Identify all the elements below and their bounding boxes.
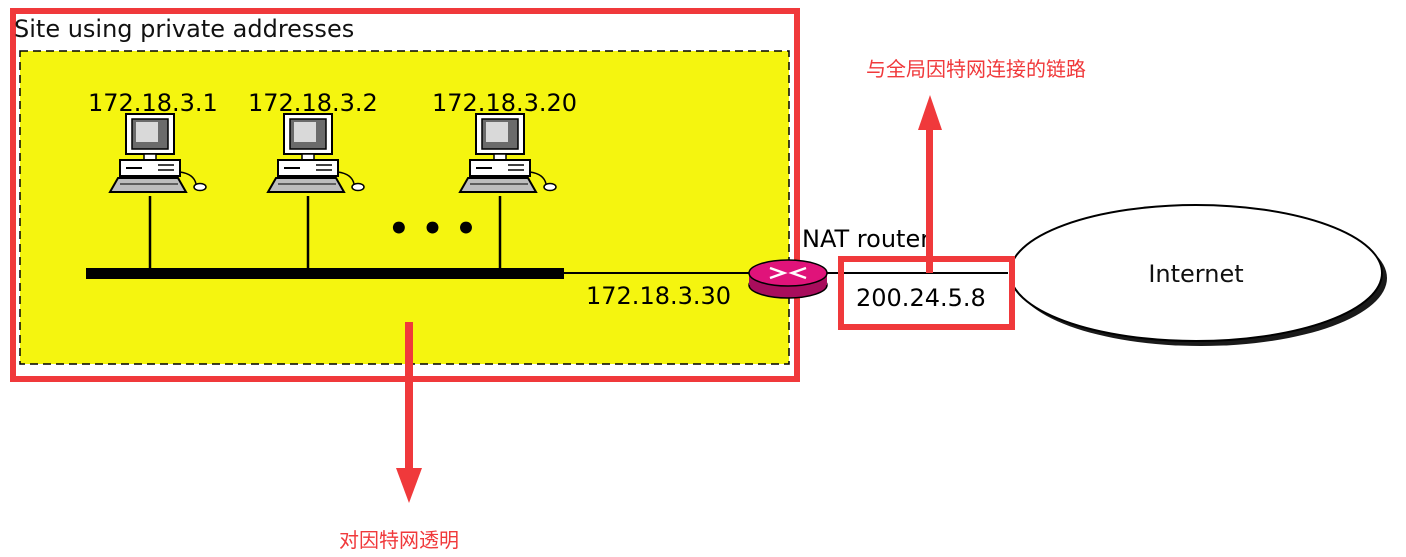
arrow-up-icon xyxy=(918,95,942,273)
host-ip-label: 172.18.3.20 xyxy=(432,89,577,117)
host-ip-label: 172.18.3.2 xyxy=(248,89,378,117)
arrow-down-icon xyxy=(396,322,422,503)
site-area xyxy=(19,50,790,365)
annotation-global-link: 与全局因特网连接的链路 xyxy=(866,57,1086,81)
nat-router-icon xyxy=(748,259,828,299)
host-ip-label: 172.18.3.1 xyxy=(88,89,218,117)
router-label: NAT router xyxy=(802,225,930,253)
router-inside-ip: 172.18.3.30 xyxy=(586,282,731,310)
ellipsis: • • • xyxy=(388,209,477,249)
site-title: Site using private addresses xyxy=(14,15,354,43)
router-outside-ip: 200.24.5.8 xyxy=(856,284,986,312)
internet-label: Internet xyxy=(1148,260,1243,288)
annotation-transparent: 对因特网透明 xyxy=(339,528,459,552)
lan-backbone xyxy=(86,268,564,279)
